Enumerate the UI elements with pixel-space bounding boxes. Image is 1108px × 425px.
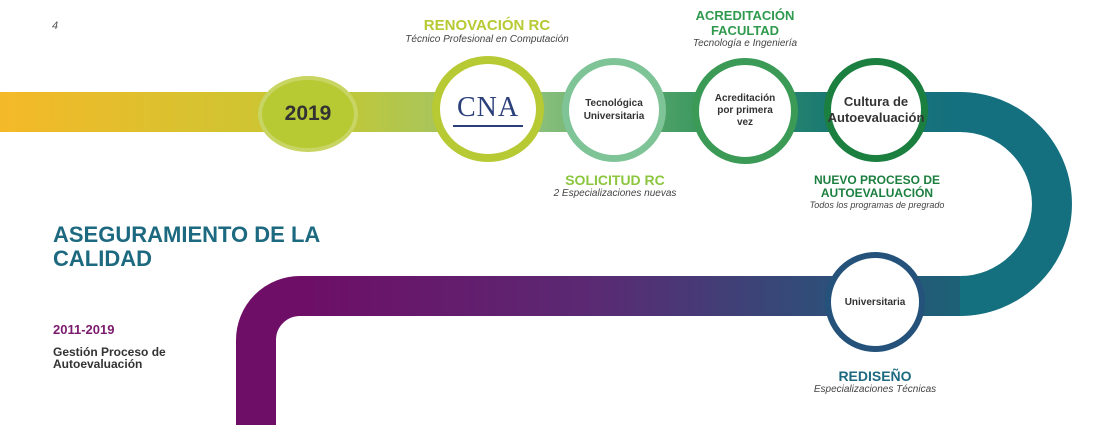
milestone-rediseno: REDISEÑO Especializaciones Técnicas — [790, 368, 960, 396]
circle-tecnologica-label: Tecnológica Universitaria — [583, 98, 645, 122]
solicitud-heading: SOLICITUD RC — [565, 172, 665, 188]
milestone-solicitud: SOLICITUD RC 2 Especializaciones nuevas — [520, 172, 710, 200]
circle-cultura: Cultura de Autoevaluación — [824, 58, 928, 162]
nuevo-heading: NUEVO PROCESO DE AUTOEVALUACIÓN — [813, 173, 941, 200]
acreditacion-heading: ACREDITACIÓN FACULTAD — [695, 8, 795, 38]
circle-acreditacion: Acreditación por primera vez — [692, 58, 798, 164]
left-curve — [236, 276, 302, 425]
cna-logo-text: CNA — [456, 91, 520, 123]
circle-acreditacion-label: Acreditación por primera vez — [714, 93, 776, 128]
circle-universitaria-label: Universitaria — [844, 296, 906, 308]
milestone-acreditacion: ACREDITACIÓN FACULTAD Tecnología e Ingen… — [670, 8, 820, 50]
renovacion-sub: Técnico Profesional en Computación — [405, 34, 569, 45]
circle-cultura-label: Cultura de Autoevaluación — [827, 94, 925, 125]
circle-universitaria: Universitaria — [825, 252, 925, 352]
right-curve — [959, 92, 1072, 316]
solicitud-sub: 2 Especializaciones nuevas — [553, 188, 677, 199]
circle-tecnologica: Tecnológica Universitaria — [562, 58, 666, 162]
milestone-nuevo: NUEVO PROCESO DE AUTOEVALUACIÓN Todos lo… — [788, 173, 966, 211]
year-badge: 2019 — [258, 76, 358, 152]
acreditacion-sub: Tecnología e Ingeniería — [692, 38, 798, 49]
rediseno-sub: Especializaciones Técnicas — [813, 384, 937, 395]
period-description: Gestión Proceso de Autoevaluación — [53, 345, 166, 371]
cna-circle: CNA — [432, 56, 544, 162]
slide-title: ASEGURAMIENTO DE LA CALIDAD — [53, 222, 320, 271]
nuevo-sub: Todos los programas de pregrado — [809, 200, 945, 210]
period-label: 2011-2019 — [53, 322, 115, 337]
cna-logo-underline — [453, 124, 523, 127]
page-number: 4 — [52, 20, 59, 32]
year-label: 2019 — [284, 102, 332, 125]
milestone-renovacion: RENOVACIÓN RC Técnico Profesional en Com… — [372, 18, 602, 46]
rediseno-heading: REDISEÑO — [838, 368, 912, 384]
cna-logo: CNA — [453, 92, 523, 127]
renovacion-heading: RENOVACIÓN RC — [423, 17, 551, 34]
